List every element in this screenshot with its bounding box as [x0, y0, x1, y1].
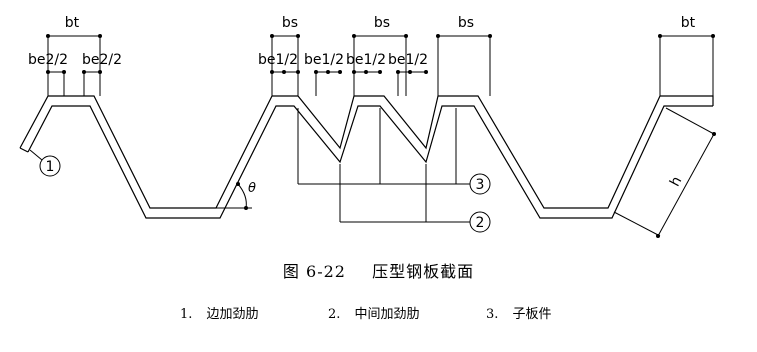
label-h: h [667, 174, 685, 189]
dimension-be2-left: be2/2 be2/2 [28, 52, 122, 96]
dimension-bt-left: bt [46, 15, 102, 96]
callout-2-label: 2 [476, 215, 485, 231]
dimension-bt-right: bt [658, 15, 715, 96]
label-be1-half-4: be1/2 [388, 52, 428, 68]
callout-3-label: 3 [476, 177, 485, 193]
deck-profile-outer [19, 95, 714, 209]
label-be1-half-1: be1/2 [258, 52, 298, 68]
label-bs-1: bs [282, 15, 298, 31]
label-be1-half-3: be1/2 [346, 52, 386, 68]
label-bt-left: bt [65, 15, 80, 31]
dimension-be1-halves: be1/2 be1/2 be1/2 be1/2 [258, 52, 428, 96]
figure-number: 图 6-22 [282, 262, 346, 281]
figure-title: 压型钢板截面 [372, 262, 475, 281]
dimension-h: h [613, 107, 716, 238]
figure-caption: 图 6-22 压型钢板截面 [0, 258, 757, 282]
label-theta: θ [248, 181, 256, 196]
legend-item-3: 3. 子板件 [486, 307, 552, 322]
dimension-bs-2: bs [352, 15, 408, 96]
callout-3: 3 [297, 108, 491, 195]
label-bt-right: bt [681, 15, 696, 31]
deck-profile [19, 95, 714, 219]
label-be1-half-2: be1/2 [304, 52, 344, 68]
label-be2-half-1: be2/2 [28, 52, 68, 68]
legend-item-1: 1. 边加劲肋 [180, 307, 259, 322]
angle-theta: θ [216, 181, 256, 210]
legend-item-2: 2. 中间加劲肋 [328, 307, 420, 322]
dimension-bs-1: bs [270, 15, 300, 96]
callout-2: 2 [339, 164, 491, 233]
dimension-bs-3: bs [436, 15, 492, 96]
callout-1-label: 1 [46, 159, 55, 175]
label-bs-3: bs [458, 15, 474, 31]
callout-1: 1 [29, 149, 61, 177]
label-bs-2: bs [374, 15, 390, 31]
deck-profile-inner [27, 105, 713, 219]
label-be2-half-2: be2/2 [82, 52, 122, 68]
